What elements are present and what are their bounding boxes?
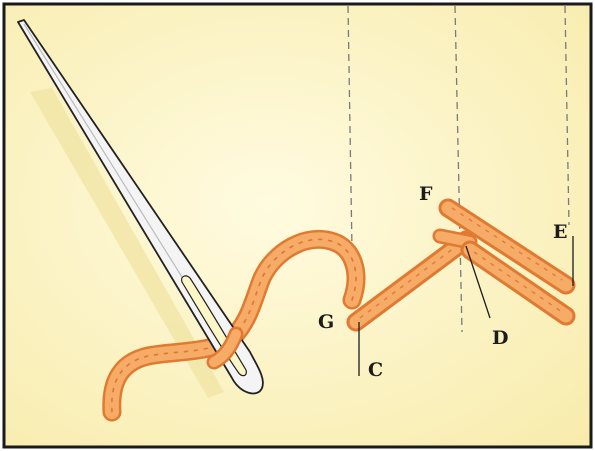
label-c: C bbox=[368, 359, 383, 381]
label-e: E bbox=[553, 221, 567, 243]
label-f: F bbox=[419, 183, 433, 205]
stitch-short-top bbox=[440, 236, 470, 242]
label-g: G bbox=[318, 311, 334, 333]
label-d: D bbox=[492, 327, 508, 349]
fabric-background bbox=[4, 4, 591, 447]
